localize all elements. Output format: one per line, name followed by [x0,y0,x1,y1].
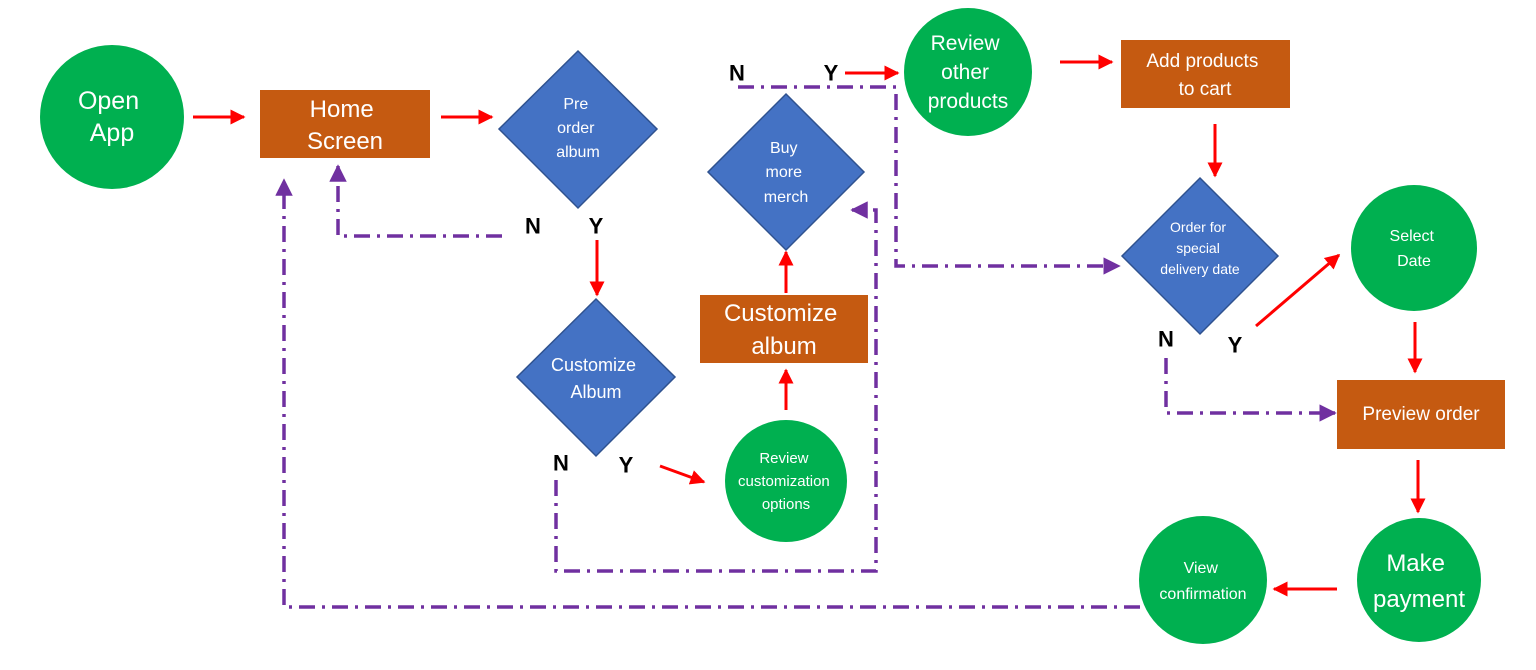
svg-text:View confirmation: View confirmation [1159,560,1246,603]
buy-more-label-line-1: Buy [770,140,798,157]
make-payment-label-line-1: Make [1386,550,1445,577]
home-screen-label-line-1: Home [310,96,374,123]
branch-labels: N Y N Y N Y N Y [525,61,1243,478]
view-confirmation-circle [1139,516,1267,644]
home-screen-label-line-2: Screen [307,128,383,155]
node-review-other-products: Review other products [904,8,1032,136]
edge-confirmation-to-home [275,178,1140,609]
add-products-label-line-2: to cart [1179,79,1233,100]
pre-order-label-line-2: order [557,120,595,137]
review-products-label-line-2: other [941,61,989,84]
svg-text:Customize Album: Customize Album [551,355,641,402]
svg-text:Customize album: Customize album [724,300,844,360]
svg-text:Order for special: Order for special delivery date [1160,219,1240,277]
svg-text:Review other produ: Review other products [928,32,1009,113]
node-home-screen: Home Screen [260,90,430,158]
select-date-circle [1351,185,1477,311]
special-delivery-label-line-2: special [1176,240,1220,256]
select-date-label-line-1: Select [1390,228,1435,245]
node-review-customization-options: Review customization options [725,420,847,542]
pre-order-album-diamond [497,49,659,210]
open-app-circle [40,45,184,189]
pre-order-no-label: N [525,214,541,239]
review-other-products-circle [904,8,1032,136]
pre-order-label-line-3: album [556,144,600,161]
review-products-label-line-3: products [928,90,1009,113]
special-delivery-diamond [1120,176,1280,336]
review-customization-label-line-1: Review [759,450,808,467]
customize-no-label: N [553,451,569,476]
add-products-rect [1121,40,1290,108]
edge-special-delivery-yes-to-select-date [1255,253,1341,328]
preview-order-rect [1337,380,1505,449]
edge-pre-order-no-to-home [329,164,502,238]
node-customize-album-decision: Customize Album [515,297,677,458]
dashed-connectors [275,85,1337,609]
view-confirmation-label-line-2: confirmation [1159,586,1246,603]
home-screen-rect [260,90,430,158]
pre-order-label-line-1: Pre [563,96,588,113]
review-customization-label-line-2: customization [738,473,830,490]
buy-more-label-line-2: more [766,164,803,181]
node-add-products-to-cart: Add products to cart [1121,40,1290,108]
node-select-date: Select Date [1351,185,1477,311]
svg-text:Open App: Open App [78,87,146,147]
node-buy-more-merch: Buy more merch [706,92,866,252]
pre-order-yes-label: Y [589,214,604,239]
customize-step-label-line-1: Customize [724,300,837,327]
svg-text:Preview order: Preview order [1362,404,1480,425]
node-view-confirmation: View confirmation [1139,516,1267,644]
solid-connectors [193,54,1426,597]
edge-customize-yes-to-review-options [659,464,706,485]
review-products-label-line-1: Review [931,32,1001,55]
edge-buy-more-no-to-special-delivery [738,85,1121,275]
special-delivery-label-line-3: delivery date [1160,261,1240,277]
customize-album-rect [700,295,868,363]
customize-yes-label: Y [619,453,634,478]
customize-decision-label-line-2: Album [570,382,621,402]
special-delivery-label-line-1: Order for [1170,219,1226,235]
edge-customize-no-to-buy-more [554,201,878,573]
make-payment-circle [1357,518,1481,642]
node-pre-order-album: Pre order album [497,49,659,210]
view-confirmation-label-line-1: View [1184,560,1219,577]
select-date-label-line-2: Date [1397,253,1431,270]
svg-text:Make payment: Make payment [1373,550,1465,613]
open-app-label-line-2: App [90,119,134,147]
node-preview-order: Preview order [1337,380,1505,449]
svg-text:Select Date: Select Date [1390,228,1439,270]
buy-more-label-line-3: merch [764,189,808,206]
open-app-label-line-1: Open [78,87,139,115]
svg-text:Pre order album: Pre order album [556,96,600,161]
svg-text:Buy more merch: Buy more merch [764,140,808,206]
node-make-payment: Make payment [1357,518,1481,642]
customize-album-diamond [515,297,677,458]
node-order-special-delivery: Order for special delivery date [1120,176,1280,336]
svg-text:Home Screen: Home Screen [307,96,383,155]
review-customization-circle [725,420,847,542]
add-products-label-line-1: Add products [1146,51,1258,72]
make-payment-label-line-2: payment [1373,586,1465,613]
buy-more-merch-diamond [706,92,866,252]
customize-decision-label-line-1: Customize [551,355,636,375]
buy-more-no-label: N [729,61,745,86]
node-customize-album-step: Customize album [700,295,868,363]
special-delivery-yes-label: Y [1228,333,1243,358]
customize-step-label-line-2: album [751,333,816,360]
buy-more-yes-label: Y [824,61,839,86]
svg-text:Review customization: Review customization options [738,450,834,513]
svg-text:Add products to cart: Add products to cart [1146,51,1263,100]
node-open-app: Open App [40,45,184,189]
review-customization-label-line-3: options [762,496,810,513]
special-delivery-no-label: N [1158,327,1174,352]
edge-special-delivery-no-to-preview [1164,358,1337,422]
preview-order-label: Preview order [1362,404,1480,425]
